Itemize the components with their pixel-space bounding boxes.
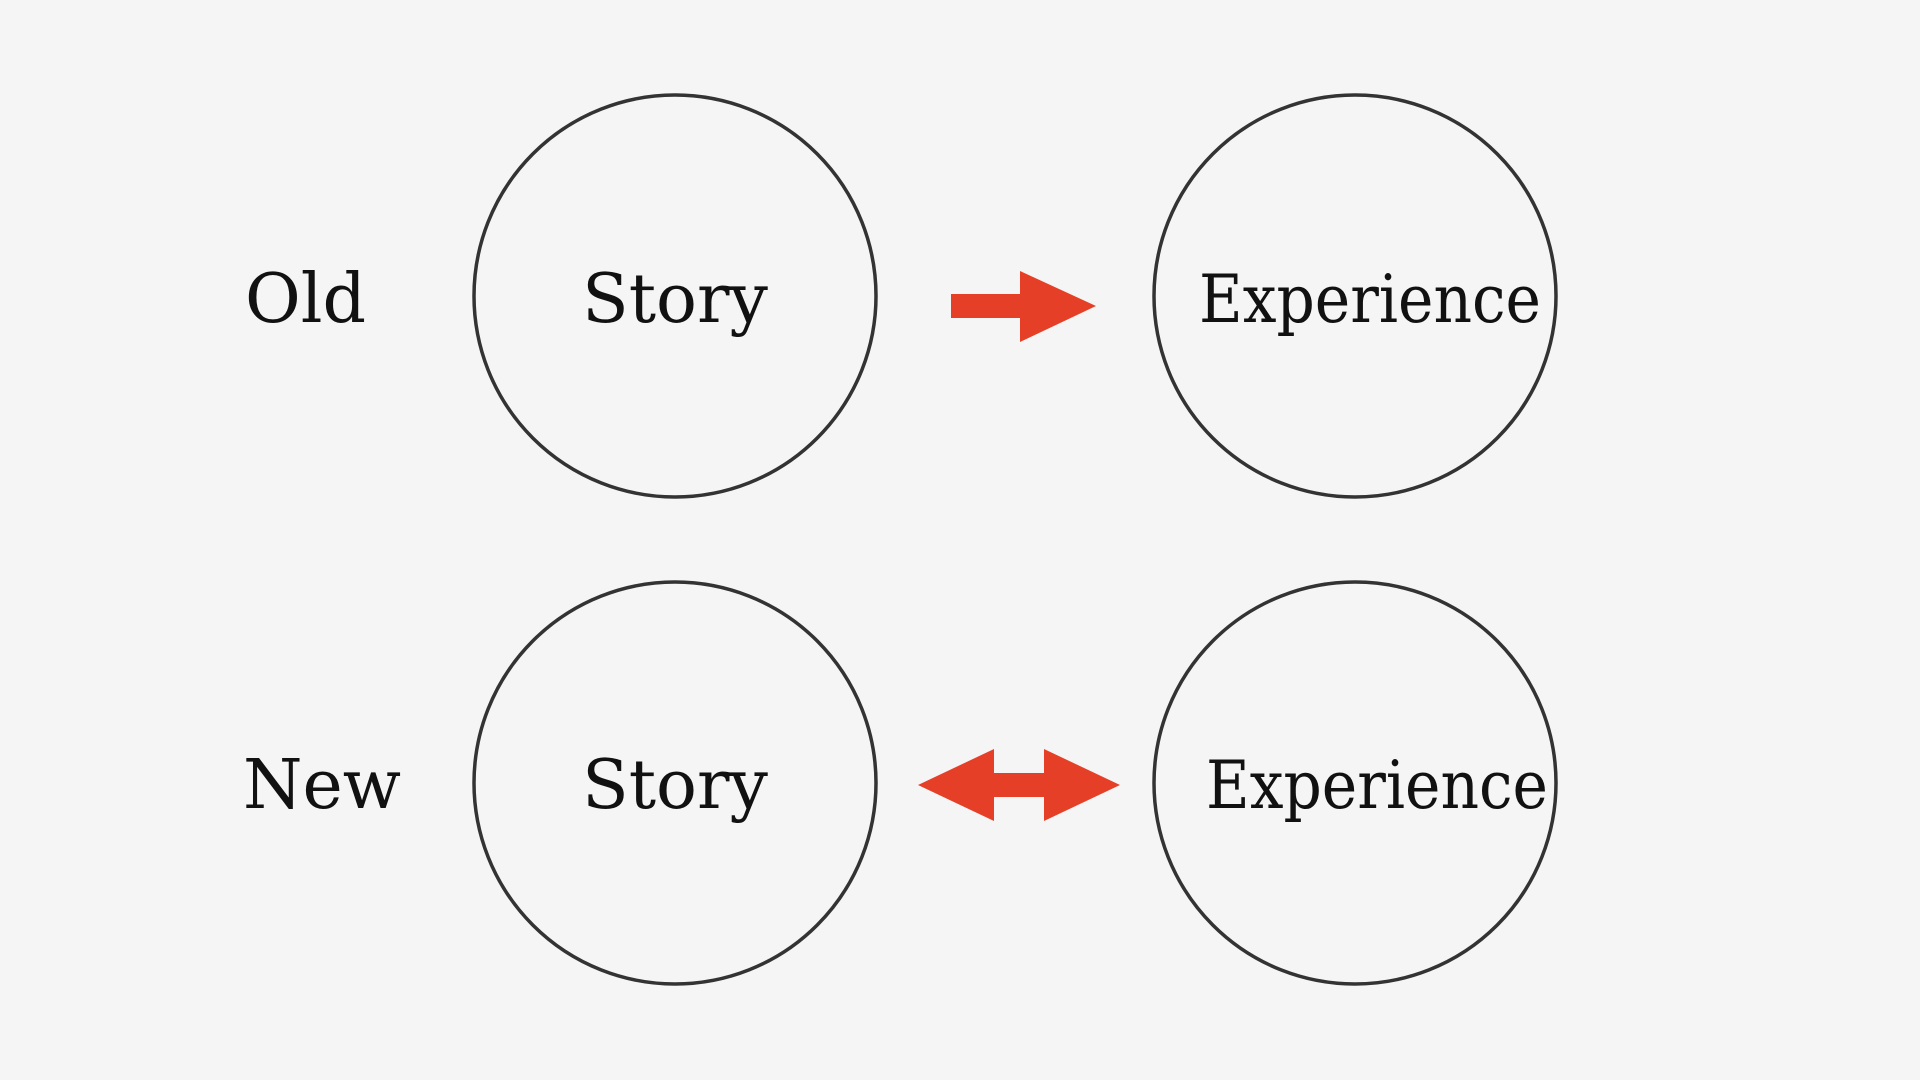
experience-circle-label: Experience — [1199, 261, 1541, 338]
story-circle-label: Story — [582, 260, 768, 339]
row-label-old: Old — [245, 260, 366, 339]
row-old: Old Story Experience — [245, 93, 1558, 499]
row-new: New Story Experience — [243, 580, 1558, 986]
experience-circle — [1152, 580, 1558, 986]
experience-circle — [1152, 93, 1558, 499]
row-label-new: New — [243, 746, 401, 825]
story-circle-label: Story — [582, 746, 768, 825]
experience-circle-label: Experience — [1206, 747, 1548, 824]
right-arrow-icon — [951, 271, 1096, 342]
story-circle — [472, 93, 878, 499]
double-arrow-icon — [918, 749, 1120, 821]
story-circle — [472, 580, 878, 986]
